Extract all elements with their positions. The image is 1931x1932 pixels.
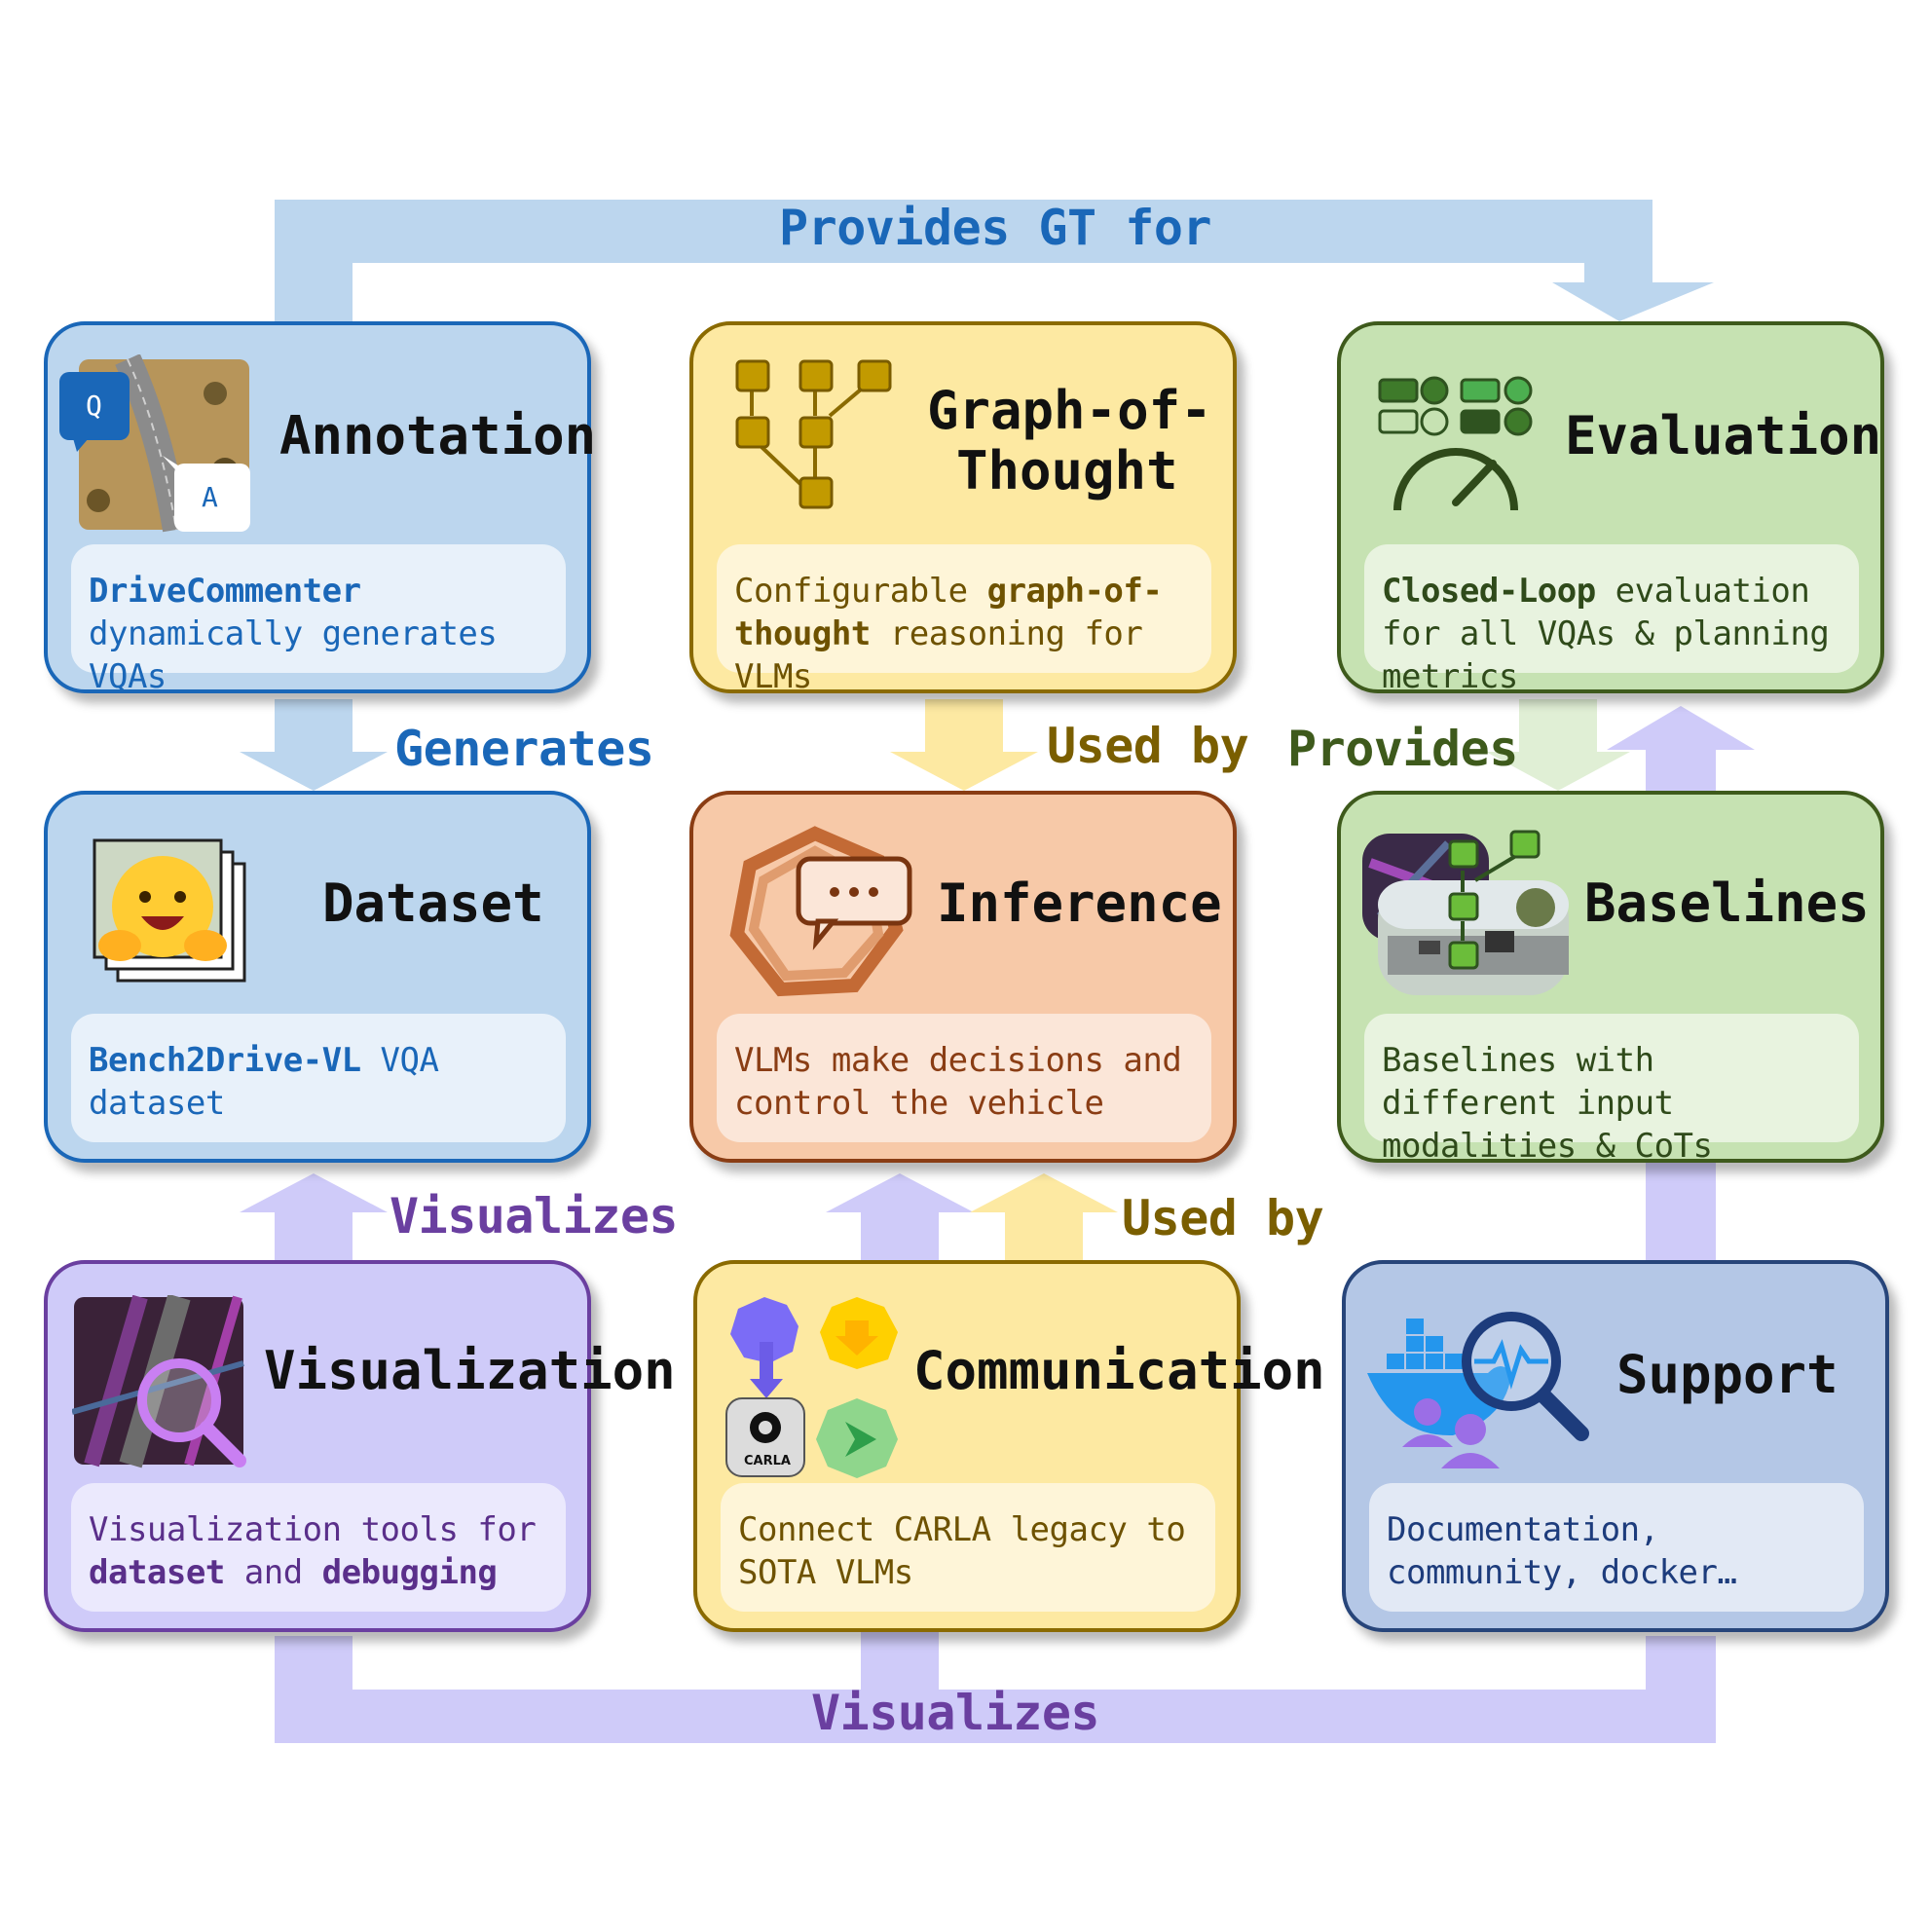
comm-to-inference-arrow (970, 1173, 1118, 1266)
visualizes-bottom-label: Visualizes (811, 1685, 1100, 1741)
evaluation-desc-rest: evaluation for all VQAs & planning metri… (1382, 572, 1830, 696)
carla-label: CARLA (744, 1454, 791, 1468)
a-label: A (202, 481, 218, 513)
evaluation-card: Evaluation Closed-Loop evaluation for al… (1337, 321, 1884, 696)
generates-arrow (240, 699, 388, 791)
provides-gt-arrow (275, 200, 1714, 321)
communication-desc: Connect CARLA legacy to SOTA VLMs (721, 1483, 1215, 1612)
magnifier-map-icon (72, 1295, 246, 1468)
provides-gt-label: Provides GT for (779, 200, 1212, 256)
dataset-title: Dataset (322, 873, 544, 934)
used-by-got-label: Used by (1047, 718, 1249, 774)
communication-title: Communication (913, 1340, 1325, 1401)
used-by-comm-label: Used by (1122, 1190, 1324, 1246)
visualization-desc-pre: Visualization tools for (89, 1510, 537, 1549)
got-desc-pre: Configurable (734, 572, 987, 611)
communication-card: CARLA Communication Connect CARLA legacy… (693, 1260, 1325, 1632)
support-card: Support Documentation, community, docker… (1342, 1260, 1889, 1632)
evaluation-desc: Closed-Loop evaluation for all VQAs & pl… (1364, 544, 1859, 696)
evaluation-desc-bold: Closed-Loop (1382, 572, 1596, 611)
inference-card: Inference VLMs make decisions and contro… (689, 791, 1237, 1163)
annotation-title: Annotation (279, 405, 597, 466)
dataset-desc-rest: VQA dataset (89, 1041, 439, 1123)
visualization-title: Visualization (264, 1340, 676, 1401)
qa-aerial-image-icon: Q A (59, 354, 250, 533)
carla-logos-icon: CARLA (725, 1297, 898, 1478)
got-title-line1: Graph-of- (927, 380, 1212, 441)
vis-to-dataset-arrow (240, 1173, 388, 1266)
annotation-desc: DriveCommenter dynamically generates VQA… (71, 544, 566, 696)
visualization-desc-mid: and (224, 1553, 322, 1592)
baselines-title: Baselines (1584, 873, 1870, 934)
dataset-desc-bold: Bench2Drive-VL (89, 1041, 361, 1080)
got-title-line2: Thought (956, 440, 1178, 502)
baselines-card: Baselines Baselines with different input… (1337, 791, 1884, 1166)
gauge-faces-icon (1378, 376, 1533, 511)
got-card: Graph-of- Thought Configurable graph-of-… (689, 321, 1237, 696)
annotation-desc-rest: dynamically generates VQAs (89, 614, 498, 696)
evaluation-title: Evaluation (1565, 405, 1882, 466)
inference-title: Inference (937, 873, 1222, 934)
dataset-card: Dataset Bench2Drive-VL VQA dataset (44, 791, 591, 1163)
eval-to-baselines-arrow (1486, 699, 1630, 791)
annotation-desc-bold: DriveCommenter (89, 572, 361, 611)
driving-scene-graph-icon (1362, 830, 1569, 995)
got-desc-bold: graph-of-thought (734, 572, 1163, 653)
annotation-card: Q A Annotation DriveCommenter dynamicall… (44, 321, 596, 696)
provides-label: Provides (1287, 721, 1518, 777)
generates-label: Generates (394, 721, 654, 777)
visualization-card: Visualization Visualization tools for da… (44, 1260, 676, 1632)
visualization-desc: Visualization tools for dataset and debu… (71, 1483, 566, 1612)
visualizes-dataset-label: Visualizes (390, 1188, 679, 1245)
docker-community-icon (1367, 1312, 1589, 1468)
hugging-face-icon (93, 838, 246, 983)
baselines-desc: Baselines with different input modalitie… (1364, 1014, 1859, 1166)
support-desc: Documentation, community, docker… (1369, 1483, 1864, 1612)
visualization-desc-bold1: dataset (89, 1553, 225, 1592)
visualization-desc-bold2: debugging (321, 1553, 498, 1592)
got-to-inference-arrow (890, 699, 1038, 791)
support-title: Support (1616, 1344, 1838, 1405)
chat-bubble-icon (729, 826, 912, 997)
graph-nodes-icon (735, 359, 892, 509)
got-desc: Configurable graph-of-thought reasoning … (717, 544, 1211, 696)
inference-desc: VLMs make decisions and control the vehi… (717, 1014, 1211, 1142)
dataset-desc: Bench2Drive-VL VQA dataset (71, 1014, 566, 1142)
q-label: Q (86, 390, 102, 422)
got-desc-rest: reasoning for VLMs (734, 614, 1143, 696)
